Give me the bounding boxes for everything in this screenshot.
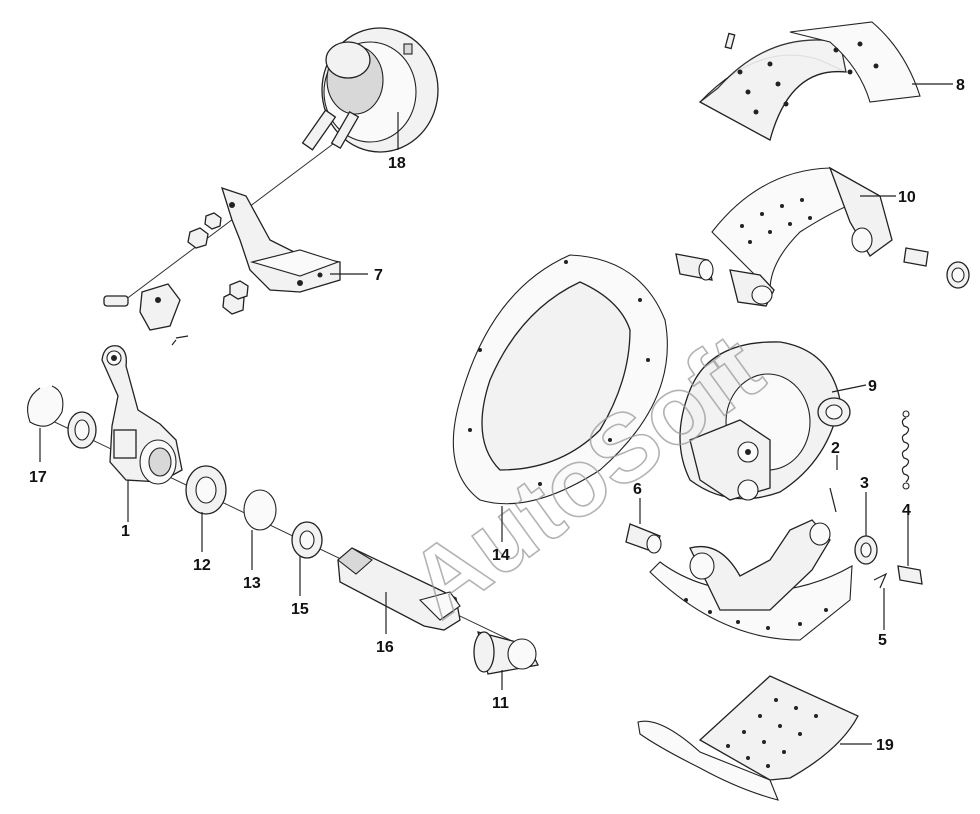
washer-15 <box>291 521 323 559</box>
lining-19-rivet-holes <box>726 698 818 768</box>
callout-18: 18 <box>388 155 406 172</box>
lower-shoe-rivet-holes <box>684 598 828 630</box>
callout-10: 10 <box>898 189 916 206</box>
callout-8: 8 <box>956 77 965 94</box>
brake-chamber-18 <box>301 27 439 153</box>
roller-and-pins-10 <box>675 247 970 289</box>
callout-19: 19 <box>876 737 894 754</box>
callout-7: 7 <box>374 267 383 284</box>
brake-lining-19 <box>637 675 859 801</box>
callout-9: 9 <box>868 378 877 395</box>
mounting-bracket-7 <box>221 186 341 293</box>
brake-shoe-lower <box>649 519 853 641</box>
pin-2 <box>829 487 837 513</box>
callout-6: 6 <box>633 481 642 498</box>
washer-12 <box>185 465 227 515</box>
slack-adjuster-1 <box>101 345 183 485</box>
brake-lining-8 <box>698 21 921 141</box>
brake-shoe-10 <box>711 166 893 307</box>
dust-shield-14 <box>452 254 668 505</box>
callout-14: 14 <box>492 547 510 564</box>
callout-13: 13 <box>243 575 261 592</box>
spider-9 <box>679 341 851 501</box>
clevis-and-pin <box>103 283 189 346</box>
bracket-nuts <box>187 212 249 315</box>
return-spring-4 <box>897 410 923 585</box>
bushing-11 <box>473 631 539 675</box>
callout-labels: 1 2 3 4 5 6 7 8 9 10 11 12 13 14 15 16 1… <box>29 77 965 754</box>
callout-1: 1 <box>121 523 130 540</box>
camshaft-16 <box>337 547 461 631</box>
callout-16: 16 <box>376 639 394 656</box>
callout-3: 3 <box>860 475 869 492</box>
callout-leaders <box>39 83 953 745</box>
callout-11: 11 <box>492 695 509 712</box>
callout-5: 5 <box>878 632 887 649</box>
callout-17: 17 <box>29 469 47 486</box>
clip-5 <box>873 572 888 589</box>
callout-12: 12 <box>193 557 211 574</box>
shoe-10-rivet-holes <box>740 198 812 244</box>
callout-2: 2 <box>831 440 840 457</box>
circlip-13 <box>243 489 277 531</box>
roller-3 <box>854 535 878 565</box>
lining-8-rivet-holes <box>737 41 879 115</box>
callout-15: 15 <box>291 601 309 618</box>
bushing-6 <box>625 523 662 554</box>
snap-ring-17 <box>27 385 97 449</box>
callout-4: 4 <box>902 502 911 519</box>
